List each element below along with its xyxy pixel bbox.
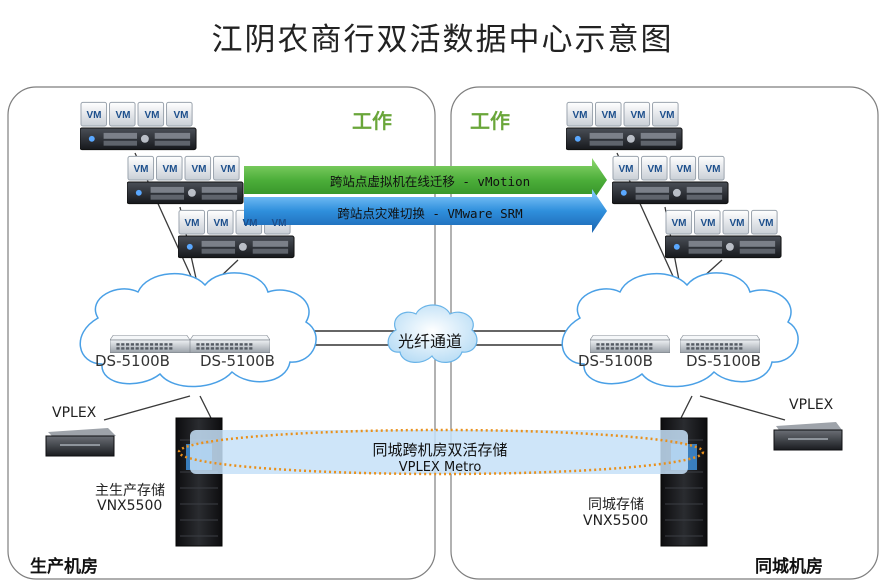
diagram-title: 江阴农商行双活数据中心示意图 [211, 22, 674, 58]
vm-tile-label: VM [221, 164, 236, 175]
fiber-channel-cloud [387, 304, 478, 363]
vm-tile-label: VM [145, 110, 160, 121]
vm-labels: VM VM VM VM VM VM VM VM VM VM VM VM VM VM VM VM VM VM VM VM… [87, 110, 774, 229]
right-san-cloud [561, 272, 799, 388]
vm-tile-label: VM [174, 110, 189, 121]
left-switch-1 [110, 335, 190, 353]
vmotion-label: 跨站点虚拟机在线迁移 - vMotion [329, 174, 531, 189]
vm-tile-label: VM [116, 110, 131, 121]
right-storage-label: 同城存储 [588, 497, 644, 513]
right-switch-1 [590, 335, 670, 353]
left-vplex-appliance [45, 428, 116, 457]
right-switch-1-label: DS-5100B [578, 352, 653, 370]
fiber-channel-label: 光纤通道 [398, 332, 463, 351]
storage-links [103, 395, 786, 421]
left-switch-2-label: DS-5100B [200, 352, 275, 370]
left-switch-2 [190, 335, 270, 353]
vm-tile-label: VM [759, 218, 774, 229]
metro-ellipse [177, 428, 705, 476]
vm-tile-label: VM [602, 110, 617, 121]
left-site-label: 生产机房 [30, 557, 98, 577]
srm-label: 跨站点灾难切换 - VMware SRM [337, 206, 523, 221]
srm-arrow [244, 189, 607, 233]
right-vplex-appliance [773, 422, 843, 451]
vm-tile-label: VM [134, 164, 149, 175]
vm-tile-label: VM [730, 218, 745, 229]
vm-tile-label: VM [660, 110, 675, 121]
left-storage-model: VNX5500 [97, 498, 163, 514]
left-vplex-label: VPLEX [52, 405, 97, 421]
left-work-status: 工作 [352, 109, 392, 133]
vm-tile-label: VM [619, 164, 634, 175]
vm-tile-label: VM [272, 218, 287, 229]
right-switch-2-label: DS-5100B [686, 352, 761, 370]
right-vplex-label: VPLEX [789, 397, 834, 413]
vm-tile-label: VM [631, 110, 646, 121]
vm-tile-label: VM [648, 164, 663, 175]
right-storage-model: VNX5500 [583, 513, 649, 529]
metro-band [190, 430, 688, 474]
vm-tile-label: VM [192, 164, 207, 175]
right-site-label: 同城机房 [755, 557, 823, 577]
vmotion-arrow [244, 158, 607, 202]
vm-tile-label: VM [163, 164, 178, 175]
vm-tile-label: VM [672, 218, 687, 229]
left-switch-1-label: DS-5100B [95, 352, 170, 370]
vm-tile-label: VM [677, 164, 692, 175]
vm-tile-label: VM [87, 110, 102, 121]
metro-subtitle: VPLEX Metro [398, 460, 482, 475]
left-san-cloud [79, 272, 317, 388]
metro-title: 同城跨机房双活存储 [372, 441, 508, 459]
vm-tile-label: VM [214, 218, 229, 229]
vm-tile-label: VM [706, 164, 721, 175]
right-switch-2 [680, 335, 760, 353]
vm-tile-label: VM [573, 110, 588, 121]
vm-tile-label: VM [185, 218, 200, 229]
right-work-status: 工作 [470, 109, 510, 133]
vm-tile-label: VM [243, 218, 258, 229]
vm-tile-label: VM [701, 218, 716, 229]
left-storage-label: 主生产存储 [95, 483, 165, 499]
